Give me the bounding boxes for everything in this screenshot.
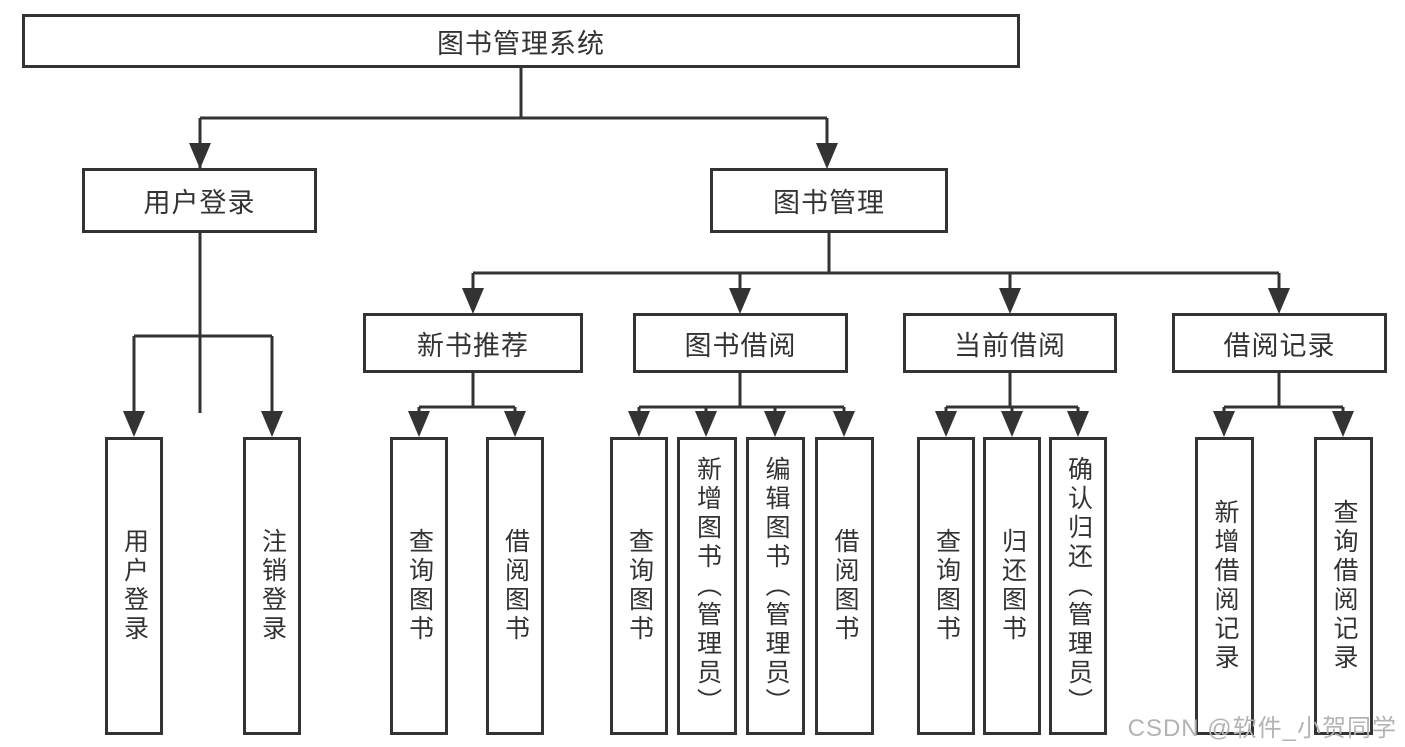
arrowhead-icon [1268,288,1290,314]
leaf-borrow-query-books: 查询图书 [610,437,668,735]
leaf-borrow-borrow-books-label: 借阅图书 [831,528,859,644]
leaf-current-confirm-return-admin-label: 确认归还（管理员） [1064,455,1093,717]
node-borrow-records-label: 借阅记录 [1223,330,1336,361]
arrowhead-icon [695,411,717,437]
leaf-logout-label: 注销登录 [258,528,287,644]
node-borrow-records: 借阅记录 [1172,313,1387,373]
arrowhead-icon [504,411,526,437]
leaf-recommend-query-books-label: 查询图书 [405,528,434,644]
arrowhead-icon [1332,411,1354,437]
arrowhead-icon [999,288,1021,314]
arrowhead-icon [628,411,650,437]
arrowhead-icon [816,143,838,169]
leaf-recommend-borrow-books-label: 借阅图书 [501,528,530,644]
watermark: CSDN @软件_小贺同学 [1127,715,1397,742]
arrowhead-icon [189,143,211,169]
arrowhead-icon [123,411,145,437]
node-book-borrow: 图书借阅 [633,313,848,373]
arrowhead-icon [729,288,751,314]
leaf-recommend-query-books: 查询图书 [390,437,448,735]
arrowhead-icon [261,411,283,437]
leaf-current-confirm-return-admin: 确认归还（管理员） [1049,437,1107,735]
leaf-records-query-record-label: 查询借阅记录 [1330,499,1358,673]
leaf-recommend-borrow-books: 借阅图书 [486,437,544,735]
node-user-login-label: 用户登录 [143,188,256,218]
node-book-management: 图书管理 [710,168,948,233]
arrowhead-icon [1001,411,1023,437]
node-book-borrow-label: 图书借阅 [684,330,797,361]
leaf-borrow-add-books-admin: 新增图书（管理员） [677,437,737,735]
node-user-login: 用户登录 [82,168,317,233]
arrowhead-icon [1213,411,1235,437]
leaf-records-query-record: 查询借阅记录 [1314,437,1373,735]
leaf-current-return-books: 归还图书 [983,437,1041,735]
arrowhead-icon [1067,411,1089,437]
leaf-records-add-record: 新增借阅记录 [1195,437,1254,735]
leaf-user-login: 用户登录 [105,437,163,735]
leaf-borrow-query-books-label: 查询图书 [625,528,654,644]
leaf-records-add-record-label: 新增借阅记录 [1211,499,1239,673]
node-root: 图书管理系统 [22,14,1020,68]
leaf-user-login-label: 用户登录 [120,528,149,644]
leaf-logout: 注销登录 [243,437,301,735]
arrowhead-icon [408,411,430,437]
arrowhead-icon [833,411,855,437]
leaf-borrow-add-books-admin-label: 新增图书（管理员） [693,455,722,717]
node-new-book-recommend-label: 新书推荐 [417,330,529,361]
leaf-current-return-books-label: 归还图书 [998,528,1027,644]
arrowhead-icon [462,288,484,314]
arrowhead-icon [764,411,786,437]
node-root-label: 图书管理系统 [437,28,605,59]
node-new-book-recommend: 新书推荐 [363,313,583,373]
leaf-current-query-books-label: 查询图书 [932,528,961,644]
node-current-borrow-label: 当前借阅 [954,330,1066,361]
node-current-borrow: 当前借阅 [903,313,1117,373]
node-book-management-label: 图书管理 [773,188,885,218]
leaf-borrow-edit-books-admin-label: 编辑图书（管理员） [762,455,790,717]
arrowhead-icon [935,411,957,437]
leaf-borrow-edit-books-admin: 编辑图书（管理员） [746,437,805,735]
leaf-borrow-borrow-books: 借阅图书 [815,437,874,735]
leaf-current-query-books: 查询图书 [917,437,975,735]
